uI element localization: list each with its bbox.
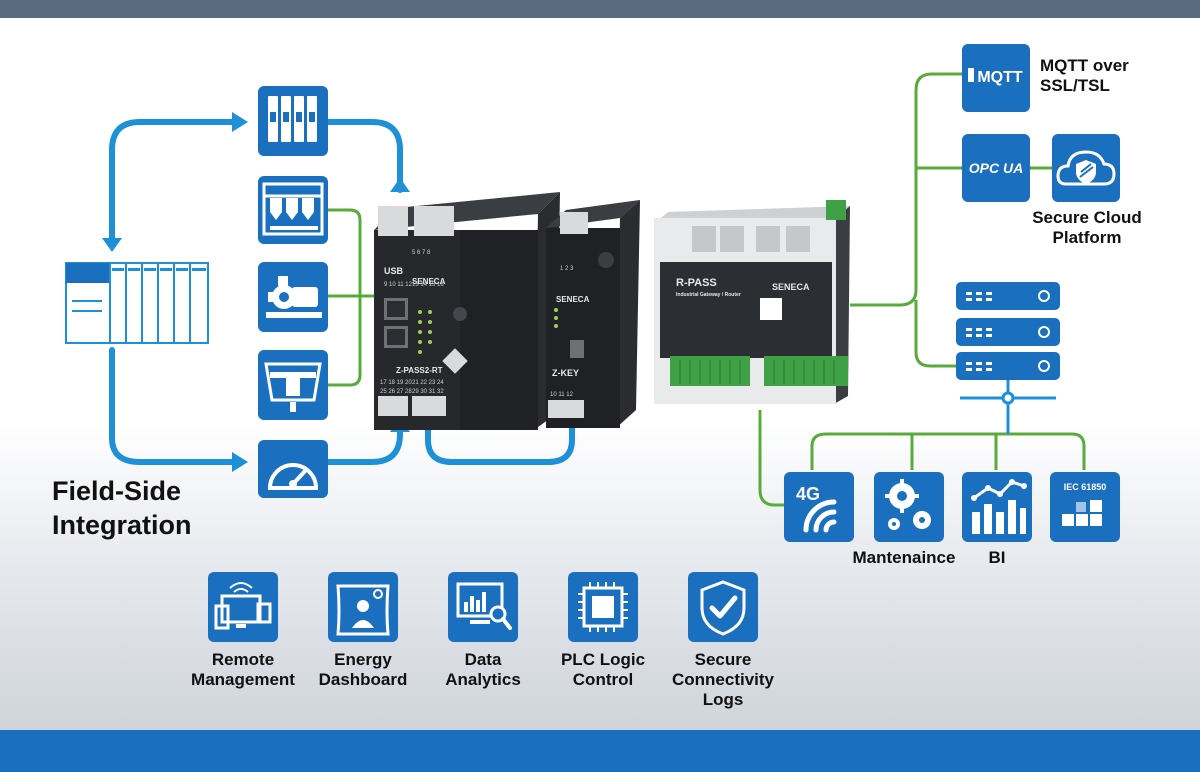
pump-tile[interactable] xyxy=(258,262,328,332)
data-analytics-tile[interactable] xyxy=(448,572,518,642)
secure-cloud-label-line-1: Secure Cloud xyxy=(1032,208,1142,227)
feature-3-line-2: Control xyxy=(572,670,634,689)
bar-trend-icon xyxy=(972,500,1026,534)
gauge-meter-tile[interactable] xyxy=(258,440,328,498)
mqtt-logo: MQTT xyxy=(977,69,1023,86)
secure-cloud-label-line-2: Platform xyxy=(1052,228,1122,247)
feature-0-line-1: Remote xyxy=(211,650,275,669)
zkey-brand: SENECA xyxy=(556,295,590,304)
svg-text:1 2 3: 1 2 3 xyxy=(560,266,574,272)
remote-management-label: Remote Management xyxy=(183,650,303,690)
zpass-usb-label: USB xyxy=(384,266,404,276)
rpass-brand: SENECA xyxy=(772,282,810,292)
chip-icon xyxy=(578,582,628,632)
z-key-device: SENECA Z-KEY 1 2 3 10 11 12 xyxy=(546,200,640,428)
energy-dashboard-tile[interactable] xyxy=(328,572,398,642)
title-line-2: Integration xyxy=(52,510,192,540)
field-flow-lines xyxy=(109,119,575,465)
feature-4-line-2: Connectivity xyxy=(671,670,775,689)
secure-connectivity-logs-tile[interactable] xyxy=(688,572,758,642)
industrial-plant-tile[interactable] xyxy=(258,176,328,244)
secure-cloud-tile[interactable] xyxy=(1052,134,1120,202)
opc-ua-logo: OPC UA xyxy=(969,160,1023,176)
shield-check-icon xyxy=(700,580,746,636)
secure-connectivity-logs-label: Secure Connectivity Logs xyxy=(663,650,783,710)
secure-cloud-label: Secure Cloud Platform xyxy=(1022,208,1152,248)
opc-ua-tile[interactable]: OPC UA xyxy=(962,134,1030,202)
svg-text:9 10 11 12: 9 10 11 12 xyxy=(384,282,413,288)
arrowhead-to-meter xyxy=(232,452,248,472)
lte-logo: 4G xyxy=(796,484,820,504)
server-stem xyxy=(960,380,1056,434)
io-modules-tile[interactable] xyxy=(258,86,328,156)
remote-management-tile[interactable] xyxy=(208,572,278,642)
data-analytics-label: Data Analytics xyxy=(423,650,543,690)
bi-label: BI xyxy=(988,548,1006,567)
arrowhead-into-plc xyxy=(102,238,122,252)
top-bar xyxy=(0,0,1200,18)
zpass2-rt-device: USB SENECA Z-PASS2-RT 9 10 11 125 6 7 8 … xyxy=(374,192,560,430)
maintenance-label: Mantenaince xyxy=(852,548,956,567)
feature-1-line-1: Energy xyxy=(334,650,392,669)
svg-text:21 22 23 24: 21 22 23 24 xyxy=(412,380,444,386)
feature-1-line-2: Dashboard xyxy=(318,670,408,689)
arrowhead-to-io xyxy=(232,112,248,132)
svg-text:13 14 15 16: 13 14 15 16 xyxy=(412,282,444,288)
bi-tile[interactable] xyxy=(962,472,1032,542)
mqtt-label-line-2: SSL/TSL xyxy=(1040,76,1110,95)
feature-2-line-2: Analytics xyxy=(445,670,521,689)
feature-2-line-1: Data xyxy=(464,650,502,669)
green-links xyxy=(328,72,1086,507)
svg-text:10 11 12: 10 11 12 xyxy=(550,392,574,398)
zkey-model: Z-KEY xyxy=(552,368,579,378)
plc-rack xyxy=(65,262,209,344)
tank-tile[interactable] xyxy=(258,350,328,420)
rpass-model: R-PASS xyxy=(676,277,717,289)
r-pass-device: R-PASS Industrial Gateway / Router SENEC… xyxy=(654,200,850,404)
mqtt-tile[interactable]: MQTT xyxy=(962,44,1030,112)
server-stack-icon[interactable] xyxy=(956,282,1060,380)
svg-text:29 30 31 32: 29 30 31 32 xyxy=(412,389,444,395)
plc-logic-control-label: PLC Logic Control xyxy=(543,650,663,690)
field-side-integration-title: Field-Side Integration xyxy=(52,474,192,542)
rpass-subtitle: Industrial Gateway / Router xyxy=(676,292,741,298)
feature-4-line-3: Logs xyxy=(702,690,744,709)
feature-3-line-1: PLC Logic xyxy=(560,650,646,669)
zpass-brand: SENECA xyxy=(412,277,446,286)
maintenance-tile[interactable] xyxy=(874,472,944,542)
mqtt-label: MQTT over SSL/TSL xyxy=(1040,56,1140,96)
zpass-model: Z-PASS2-RT xyxy=(396,366,443,375)
plc-logic-control-tile[interactable] xyxy=(568,572,638,642)
energy-dashboard-label: Energy Dashboard xyxy=(303,650,423,690)
iec-61850-tile[interactable]: IEC 61850 xyxy=(1050,472,1120,542)
feature-0-line-2: Management xyxy=(191,670,295,689)
bottom-bar xyxy=(0,730,1200,772)
feature-4-line-1: Secure xyxy=(694,650,752,669)
iec-logo: IEC 61850 xyxy=(1064,482,1107,492)
svg-text:25 26 27 28: 25 26 27 28 xyxy=(380,389,412,395)
svg-text:5 6 7 8: 5 6 7 8 xyxy=(412,250,431,256)
svg-text:17 18 19 20: 17 18 19 20 xyxy=(380,380,412,386)
lte-4g-tile[interactable]: 4G xyxy=(784,472,854,542)
mqtt-label-line-1: MQTT over xyxy=(1040,56,1129,75)
arrowhead-into-zpass-top xyxy=(390,178,410,192)
title-line-1: Field-Side xyxy=(52,476,182,506)
